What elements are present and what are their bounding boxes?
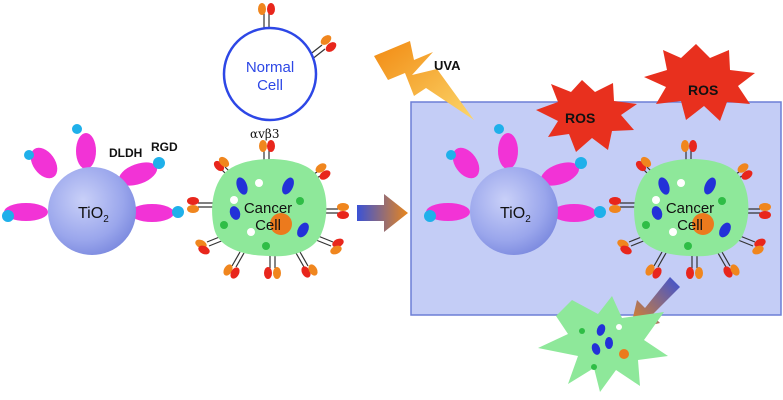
receptor-head xyxy=(315,163,327,173)
uva-label: UVA xyxy=(434,58,461,73)
receptor-head xyxy=(301,266,311,278)
receptor-head xyxy=(308,264,318,276)
receptor-head xyxy=(332,238,344,248)
receptor-head xyxy=(187,205,199,213)
burst-star-icon xyxy=(644,44,755,121)
receptor-head xyxy=(187,197,199,205)
cancer-cell-right-label-2: Cell xyxy=(677,217,703,234)
normal-cell: Normal Cell xyxy=(222,3,337,122)
rgd-dot xyxy=(72,124,82,134)
tio2-label: TiO2 xyxy=(78,205,109,225)
receptor-head xyxy=(319,170,331,180)
lightning-bolt-icon xyxy=(374,41,474,120)
peptide-dldh xyxy=(118,162,158,186)
cancer-cell-label-1: Cancer xyxy=(244,200,292,217)
peptide-dldh xyxy=(130,204,174,222)
receptor-label: αvβ3 xyxy=(250,127,279,141)
receptor-head xyxy=(267,140,275,152)
normal-cell-label-1: Normal xyxy=(246,59,294,76)
rgd-dot xyxy=(2,210,14,222)
normal-cell-label-2: Cell xyxy=(257,77,283,94)
dying-cell-body xyxy=(538,296,668,392)
cancer-cell-right-label-1: Cancer xyxy=(666,200,714,217)
tio2-particle-right: TiO2 xyxy=(424,124,606,255)
rgd-dot xyxy=(153,157,165,169)
rgd-dot xyxy=(172,206,184,218)
receptor-head xyxy=(259,140,267,152)
receptor-head xyxy=(230,267,240,279)
tio2-sphere xyxy=(48,167,136,255)
rgd-dot xyxy=(24,150,34,160)
rgd-label: RGD xyxy=(151,140,178,154)
peptide-dldh xyxy=(76,133,96,169)
cancer-cell-label-2: Cell xyxy=(255,217,281,234)
normal-cell-membrane xyxy=(222,26,318,122)
dying-cell xyxy=(538,296,668,392)
dldh-label: DLDH xyxy=(109,146,142,160)
receptor-head xyxy=(337,211,349,219)
receptor-head xyxy=(273,267,281,279)
tio2-label-right: TiO2 xyxy=(500,205,531,225)
cancer-cell-left: Cancer Cell xyxy=(187,140,349,279)
receptor-head xyxy=(198,245,210,255)
peptide-dldh xyxy=(30,147,58,179)
cancer-cell-right: Cancer Cell xyxy=(609,140,771,279)
receptor-head xyxy=(337,203,349,211)
receptor-head xyxy=(218,156,230,168)
receptor-head xyxy=(223,264,233,276)
peptide-dldh xyxy=(4,203,48,221)
receptor-head xyxy=(264,267,272,279)
gradient-arrow-icon xyxy=(357,194,408,232)
burst-star-icon xyxy=(536,80,637,152)
receptor-head xyxy=(330,245,342,255)
ros-label-2: ROS xyxy=(688,82,718,98)
tio2-particle-left: TiO2 xyxy=(2,124,184,255)
ros-label-1: ROS xyxy=(565,110,595,126)
